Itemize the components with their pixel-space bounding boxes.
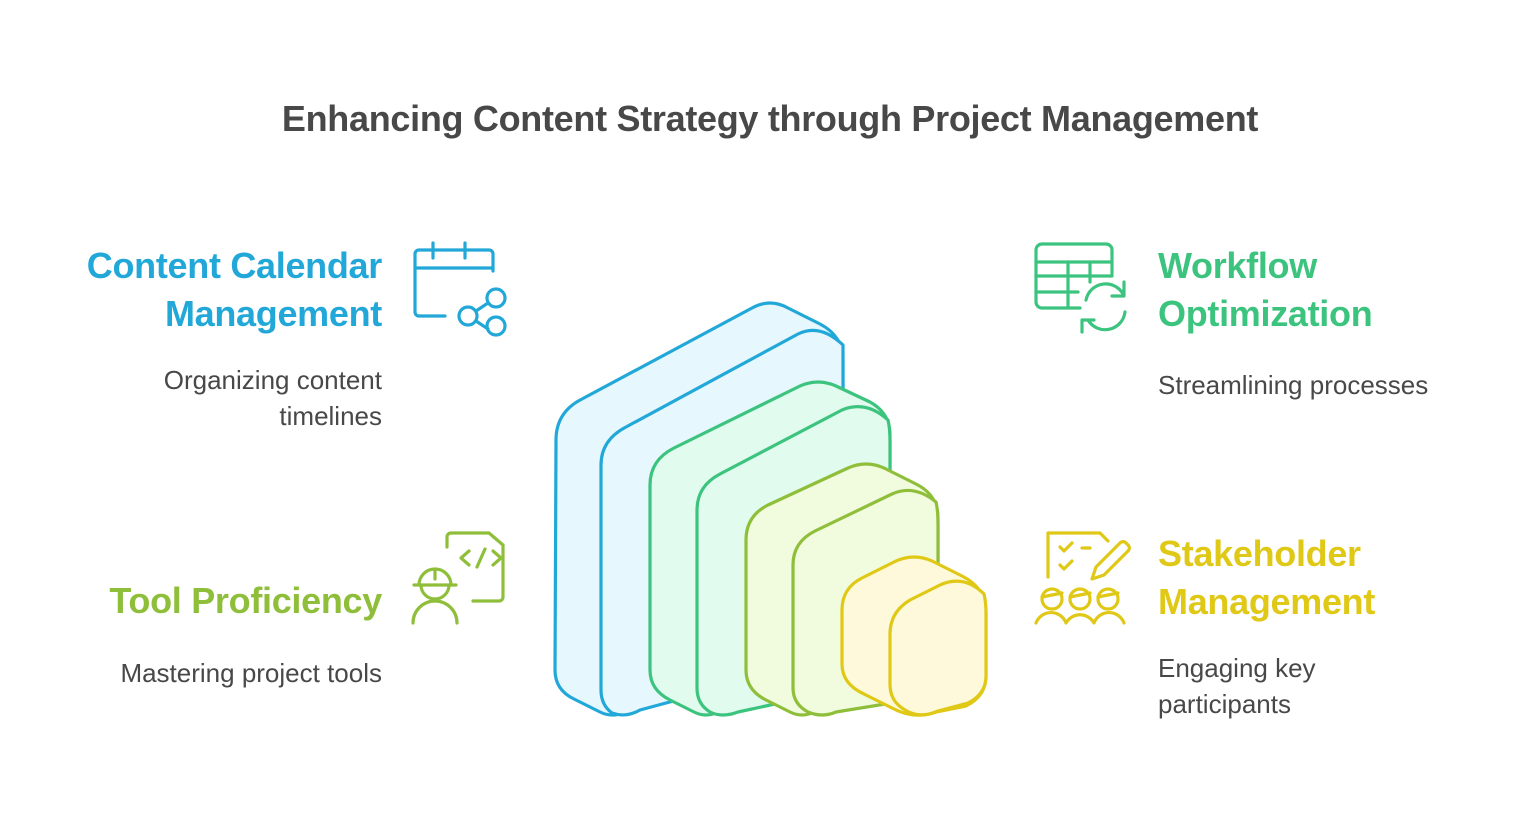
description-tool-proficiency: Mastering project tools — [120, 655, 382, 691]
description-line-1: Streamlining processes — [1158, 370, 1429, 400]
description-stakeholder: Engaging key participants — [1158, 650, 1316, 722]
description-line-1: Engaging key — [1158, 653, 1316, 683]
block-yellow — [840, 555, 988, 717]
heading-tool-proficiency: Tool Proficiency — [109, 577, 382, 625]
description-line-1: Organizing content — [163, 365, 382, 395]
heading-line-1: Workflow — [1158, 245, 1317, 286]
heading-line-2: Management — [164, 293, 382, 334]
calendar-share-icon — [413, 241, 507, 337]
heading-line-2: Management — [1158, 581, 1376, 622]
heading-stakeholder: Stakeholder Management — [1158, 530, 1375, 626]
heading-line-1: Tool Proficiency — [109, 580, 382, 621]
description-content-calendar: Organizing content timelines — [164, 362, 382, 434]
developer-code-icon — [411, 531, 505, 625]
heading-line-2: Optimization — [1158, 293, 1373, 334]
description-line-2: participants — [1158, 689, 1291, 719]
heading-line-1: Content Calendar — [86, 245, 383, 286]
table-refresh-icon — [1034, 242, 1127, 334]
description-line-2: timelines — [279, 401, 382, 431]
page-title: Enhancing Content Strategy through Proje… — [281, 98, 1259, 139]
heading-workflow: Workflow Optimization — [1158, 242, 1373, 338]
description-workflow: Streamlining processes — [1158, 367, 1428, 403]
heading-content-calendar: Content Calendar Management — [86, 242, 383, 338]
description-line-1: Mastering project tools — [120, 658, 382, 688]
checklist-team-icon — [1034, 531, 1131, 625]
heading-line-1: Stakeholder — [1158, 533, 1361, 574]
